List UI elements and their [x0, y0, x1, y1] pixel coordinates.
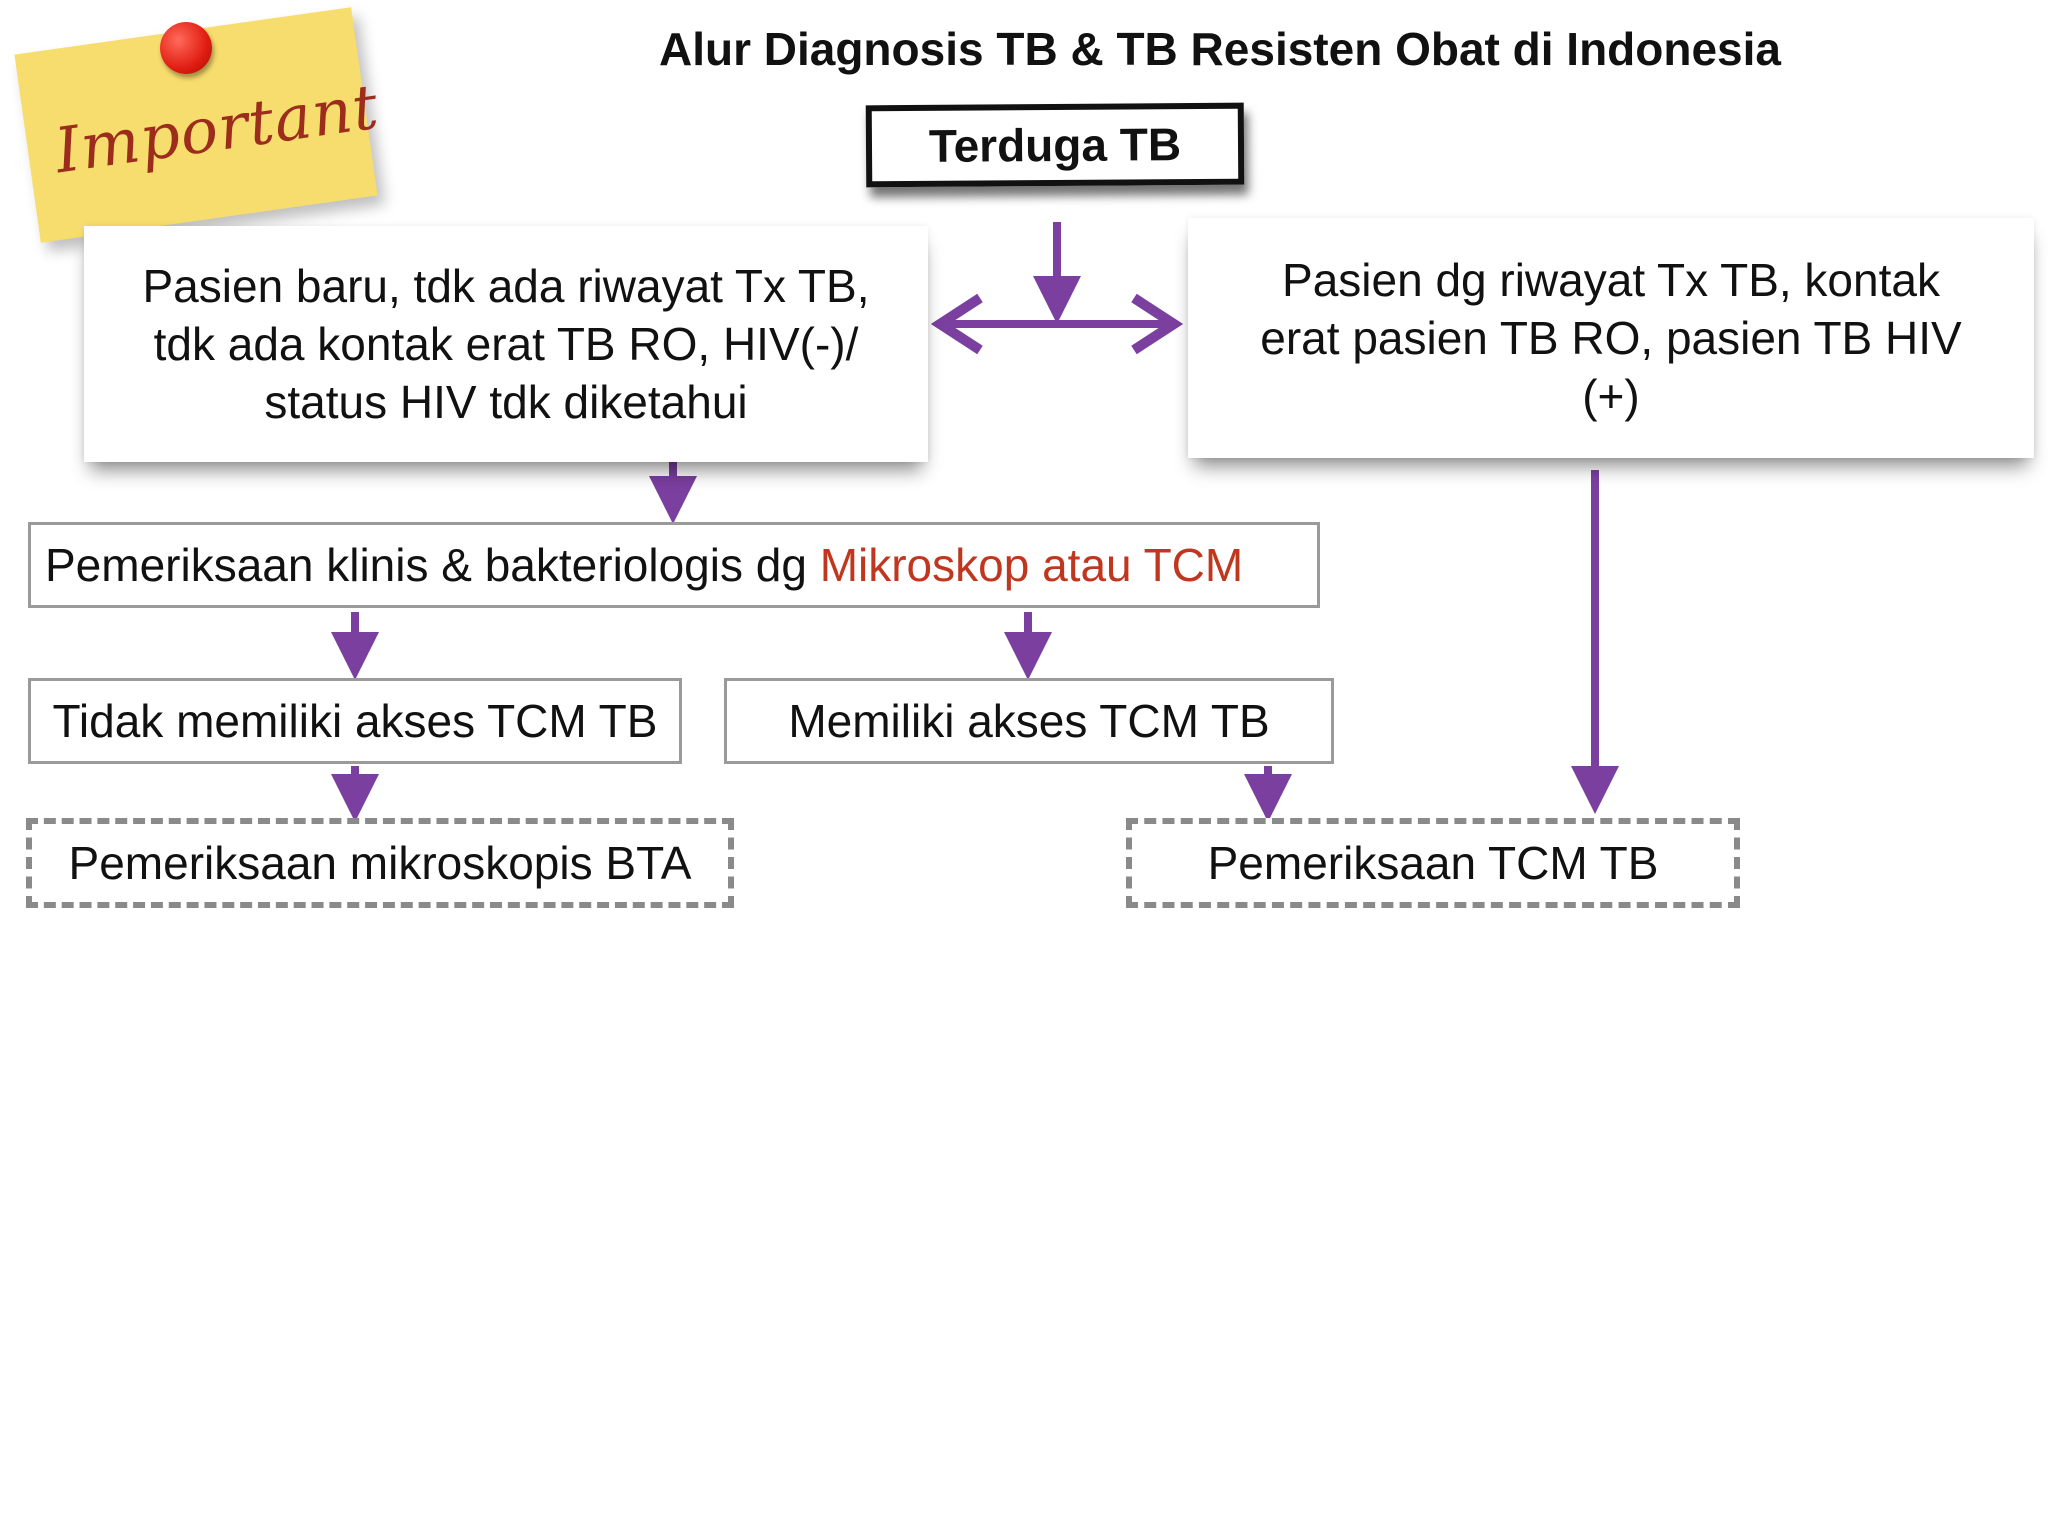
new-patient-line-3: status HIV tdk diketahui [264, 376, 748, 428]
no-tcm-access-node: Tidak memiliki akses TCM TB [28, 678, 682, 764]
diagram-title: Alur Diagnosis TB & TB Resisten Obat di … [658, 23, 1782, 75]
tcm-exam-node: Pemeriksaan TCM TB [1126, 818, 1740, 908]
new-patient-line-2: tdk ada kontak erat TB RO, HIV(-)/ [153, 318, 859, 370]
risk-patient-line-1: Pasien dg riwayat Tx TB, kontak [1282, 254, 1940, 306]
bta-microscopy-node: Pemeriksaan mikroskopis BTA [26, 818, 734, 908]
new-patient-line-1: Pasien baru, tdk ada riwayat Tx TB, [142, 260, 870, 312]
clinical-exam-node: Pemeriksaan klinis & bakteriologis dg Mi… [28, 522, 1320, 608]
risk-patient-line-2: erat pasien TB RO, pasien TB HIV [1260, 312, 1962, 364]
risk-patient-card: Pasien dg riwayat Tx TB, kontak erat pas… [1188, 218, 2034, 458]
new-patient-card: Pasien baru, tdk ada riwayat Tx TB, tdk … [84, 226, 928, 462]
push-pin-icon [160, 22, 212, 74]
start-node-terduga-tb: Terduga TB [865, 102, 1245, 188]
risk-patient-line-3: (+) [1582, 370, 1640, 422]
clinical-exam-highlight: Mikroskop atau TCM [819, 539, 1244, 591]
clinical-exam-text: Pemeriksaan klinis & bakteriologis dg [45, 539, 820, 591]
tcm-access-node: Memiliki akses TCM TB [724, 678, 1334, 764]
arrow-head-right [1131, 293, 1184, 355]
arrow-head-left [930, 293, 983, 355]
